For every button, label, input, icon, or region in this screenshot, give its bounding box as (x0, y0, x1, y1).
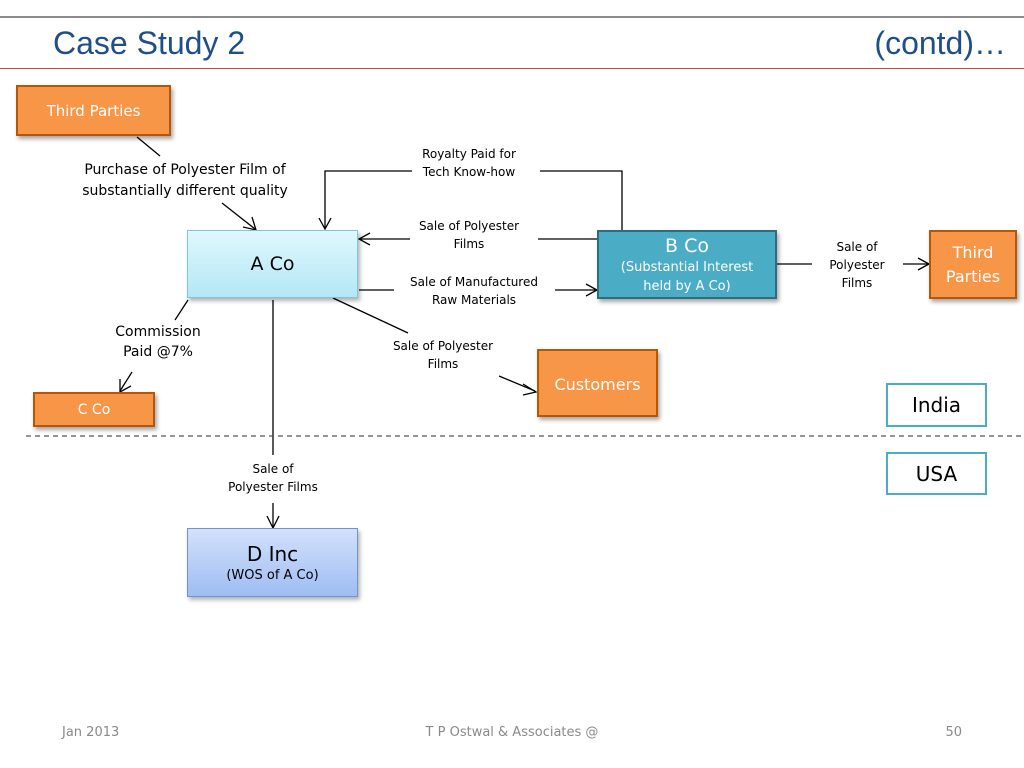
b-co-label: B Co (665, 234, 709, 257)
c-co-box: C Co (33, 392, 155, 427)
d-inc-label: D Inc (246, 541, 299, 566)
third-parties-right-box: Third Parties (929, 230, 1017, 299)
label-sale-b-to-third: Sale of Polyester Films (816, 238, 898, 292)
region-india: India (886, 383, 987, 427)
third-parties-right-line-2: Parties (945, 266, 1001, 286)
connector-sale-customers (498, 375, 536, 392)
title-rule (0, 68, 1024, 69)
footer-date: Jan 2013 (62, 725, 120, 740)
connector-commission-c (119, 371, 133, 392)
third-parties-right-line-1: Third (952, 242, 994, 262)
region-usa: USA (886, 452, 987, 495)
connector-royalty-a-co (324, 170, 412, 228)
label-royalty-line-2: Tech Know-how (422, 165, 516, 179)
a-co-box: A Co (187, 230, 358, 298)
top-rule (0, 16, 1024, 18)
b-co-sub-1: (Substantial Interest (620, 259, 754, 275)
footer-page-number: 50 (945, 725, 962, 740)
d-inc-box: D Inc (WOS of A Co) (187, 528, 358, 597)
connector-a-commission (174, 299, 189, 321)
label-purchase-line-1: Purchase of Polyester Film of (84, 162, 286, 178)
arrowhead-sale-b-a (357, 232, 371, 246)
arrowhead-customers (522, 383, 538, 396)
label-royalty: Royalty Paid for Tech Know-how (404, 145, 534, 181)
a-co-label: A Co (250, 253, 295, 275)
customers-box: Customers (537, 349, 658, 417)
label-royalty-line-1: Royalty Paid for (422, 147, 516, 161)
label-sale-d-line-2: Polyester Films (228, 480, 318, 494)
c-co-label: C Co (77, 401, 111, 418)
label-sale-customers-line-2: Films (427, 357, 459, 371)
footer-firm: T P Ostwal & Associates @ (425, 725, 599, 740)
third-parties-top-label: Third Parties (46, 101, 141, 120)
label-commission-line-1: Commission (115, 324, 201, 340)
label-sale-b-to-third-line-3: Films (841, 276, 873, 290)
customers-label: Customers (554, 375, 641, 394)
label-sale-b-to-third-line-1: Sale of (836, 240, 878, 254)
b-co-sub-2: held by A Co) (643, 278, 731, 294)
arrowhead-royalty (318, 217, 332, 231)
connector-third-parties-purchase (136, 136, 161, 157)
label-commission: Commission Paid @7% (100, 322, 216, 362)
region-india-label: India (911, 393, 962, 417)
label-sale-raw-line-2: Raw Materials (431, 293, 517, 307)
label-sale-b-to-a-line-2: Films (453, 237, 485, 251)
d-inc-sub: (WOS of A Co) (226, 567, 319, 583)
third-parties-top-box: Third Parties (16, 85, 171, 136)
label-sale-d: Sale of Polyester Films (213, 460, 333, 496)
connector-royalty (540, 170, 623, 230)
label-commission-line-2: Paid @7% (123, 344, 193, 360)
connector-purchase-a-co (221, 202, 256, 230)
label-sale-customers-line-1: Sale of Polyester (392, 339, 494, 353)
label-sale-raw: Sale of Manufactured Raw Materials (396, 273, 552, 309)
label-sale-b-to-third-line-2: Polyester (829, 258, 885, 272)
slide-title: Case Study 2 (53, 25, 246, 61)
label-sale-raw-line-1: Sale of Manufactured (410, 275, 538, 289)
label-sale-d-line-1: Sale of (252, 462, 294, 476)
connector-a-customers (332, 297, 409, 334)
label-sale-b-to-a-line-1: Sale of Polyester (418, 219, 520, 233)
label-purchase: Purchase of Polyester Film of substantia… (70, 160, 300, 202)
region-usa-label: USA (915, 461, 958, 486)
label-sale-b-to-a: Sale of Polyester Films (404, 217, 534, 253)
slide-title-suffix: (contd)… (874, 25, 1006, 61)
b-co-box: B Co (Substantial Interest held by A Co) (597, 230, 777, 299)
label-purchase-line-2: substantially different quality (82, 183, 288, 199)
label-sale-customers: Sale of Polyester Films (378, 337, 508, 373)
arrowhead-c-co (119, 379, 132, 394)
